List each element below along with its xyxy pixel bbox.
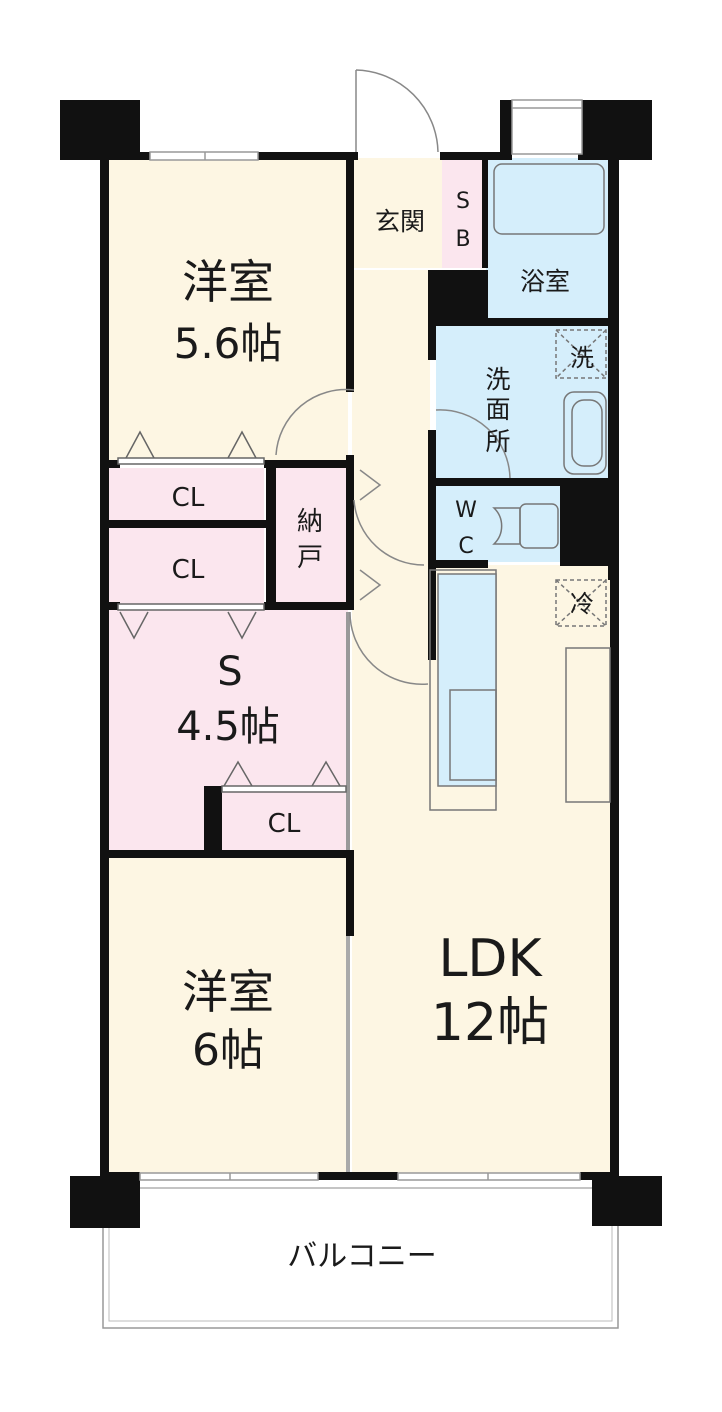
service-room-name: S <box>217 649 242 695</box>
balcony <box>102 1187 619 1329</box>
washing-machine-label: 洗 <box>570 344 594 372</box>
closet-1-area <box>108 468 264 520</box>
doors <box>275 69 511 685</box>
refrigerator-label: 冷 <box>570 590 594 618</box>
balcony-label: バルコニー <box>287 1239 436 1274</box>
bathtub-icon <box>493 163 605 235</box>
shoe-box-label-s: S <box>456 189 470 214</box>
refrigerator-icon <box>555 579 607 627</box>
room-fills <box>108 158 612 1177</box>
washroom-label-1: 洗 <box>485 365 510 394</box>
western-room-1-name: 洋室 <box>182 255 274 309</box>
toilet-icon <box>492 507 521 545</box>
service-room-area <box>108 610 348 850</box>
western-room-2-size: 6帖 <box>192 1025 264 1076</box>
toilet-label-w: W <box>455 498 477 523</box>
washroom-area <box>436 326 610 478</box>
walls <box>60 100 662 1228</box>
labels: 洋室 5.6帖 玄関 S B 浴室 洗 洗 面 所 W C 冷 CL CL 納 … <box>172 189 594 1274</box>
entrance-area <box>352 158 442 268</box>
windows <box>139 99 583 1181</box>
western-room-2-area <box>108 856 348 1176</box>
shoe-box-area <box>442 158 484 268</box>
fixtures <box>429 163 611 811</box>
bathroom-label: 浴室 <box>520 267 570 296</box>
closet-2-area <box>108 528 264 604</box>
storage-area <box>276 468 346 602</box>
service-room-size: 4.5帖 <box>176 704 280 750</box>
washroom-label-2: 面 <box>485 395 510 424</box>
kitchen-shelf <box>565 647 611 803</box>
washing-machine-icon <box>555 329 607 379</box>
entrance-label: 玄関 <box>375 207 425 236</box>
hallway-area <box>352 270 430 610</box>
closet-2-label: CL <box>172 555 205 585</box>
ldk-name: LDK <box>438 929 543 989</box>
bathroom-area <box>486 158 610 318</box>
western-room-2-name: 洋室 <box>182 965 274 1019</box>
toilet-label-c: C <box>458 534 473 559</box>
western-room-1-size: 5.6帖 <box>174 319 283 368</box>
washroom-label-3: 所 <box>485 427 510 456</box>
storage-label-2: 戸 <box>297 543 323 573</box>
closet-3-label: CL <box>268 809 301 839</box>
western-room-1-area <box>108 158 348 463</box>
ldk-size: 12帖 <box>431 993 549 1053</box>
shoe-box-label-b: B <box>455 227 470 252</box>
closet-1-label: CL <box>172 483 205 513</box>
closet-markers <box>117 430 347 793</box>
storage-label-1: 納 <box>297 507 323 537</box>
sink-icon <box>563 391 607 475</box>
